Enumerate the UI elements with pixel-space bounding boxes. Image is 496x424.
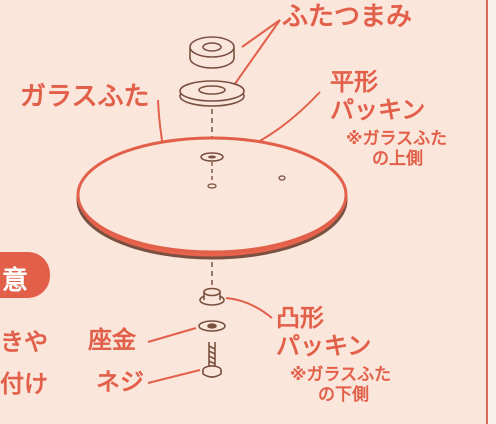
leader-zagane bbox=[147, 327, 197, 343]
convex-gasket bbox=[199, 287, 225, 306]
leader-neji bbox=[147, 369, 201, 384]
label-totsugata-2: パッキン bbox=[276, 332, 372, 360]
caution-badge-char: 意 bbox=[2, 266, 29, 296]
label-neji: ネジ bbox=[96, 368, 144, 396]
caution-badge: 意 bbox=[0, 252, 50, 298]
label-hiragata-1: 平形 bbox=[330, 68, 378, 96]
label-garasufuta: ガラスふた bbox=[20, 82, 150, 112]
label-hiragata-note-1: ※ガラスふた bbox=[346, 129, 448, 149]
label-hiragata-2: パッキン bbox=[330, 96, 426, 124]
screw bbox=[202, 342, 222, 378]
label-futatsumami: ふたつまみ bbox=[282, 2, 413, 32]
page-edge bbox=[486, 0, 496, 424]
glass-lid bbox=[76, 136, 348, 260]
label-totsugata-1: 凸形 bbox=[276, 304, 324, 332]
leader-futatsumami-bottom bbox=[231, 19, 281, 89]
knob-top bbox=[189, 36, 235, 69]
leader-futatsumami-top bbox=[241, 19, 281, 48]
left-text-line1: きや bbox=[0, 328, 48, 356]
knob-base bbox=[179, 80, 245, 107]
label-totsugata-note-2: の下側 bbox=[318, 385, 369, 405]
label-hiragata-note-2: の上側 bbox=[372, 149, 423, 169]
left-text-line2: 付け bbox=[0, 370, 48, 398]
leader-totsugata bbox=[225, 297, 273, 319]
washer bbox=[198, 320, 226, 332]
label-totsugata-note-1: ※ガラスふた bbox=[290, 365, 392, 385]
label-zagane: 座金 bbox=[88, 326, 136, 354]
